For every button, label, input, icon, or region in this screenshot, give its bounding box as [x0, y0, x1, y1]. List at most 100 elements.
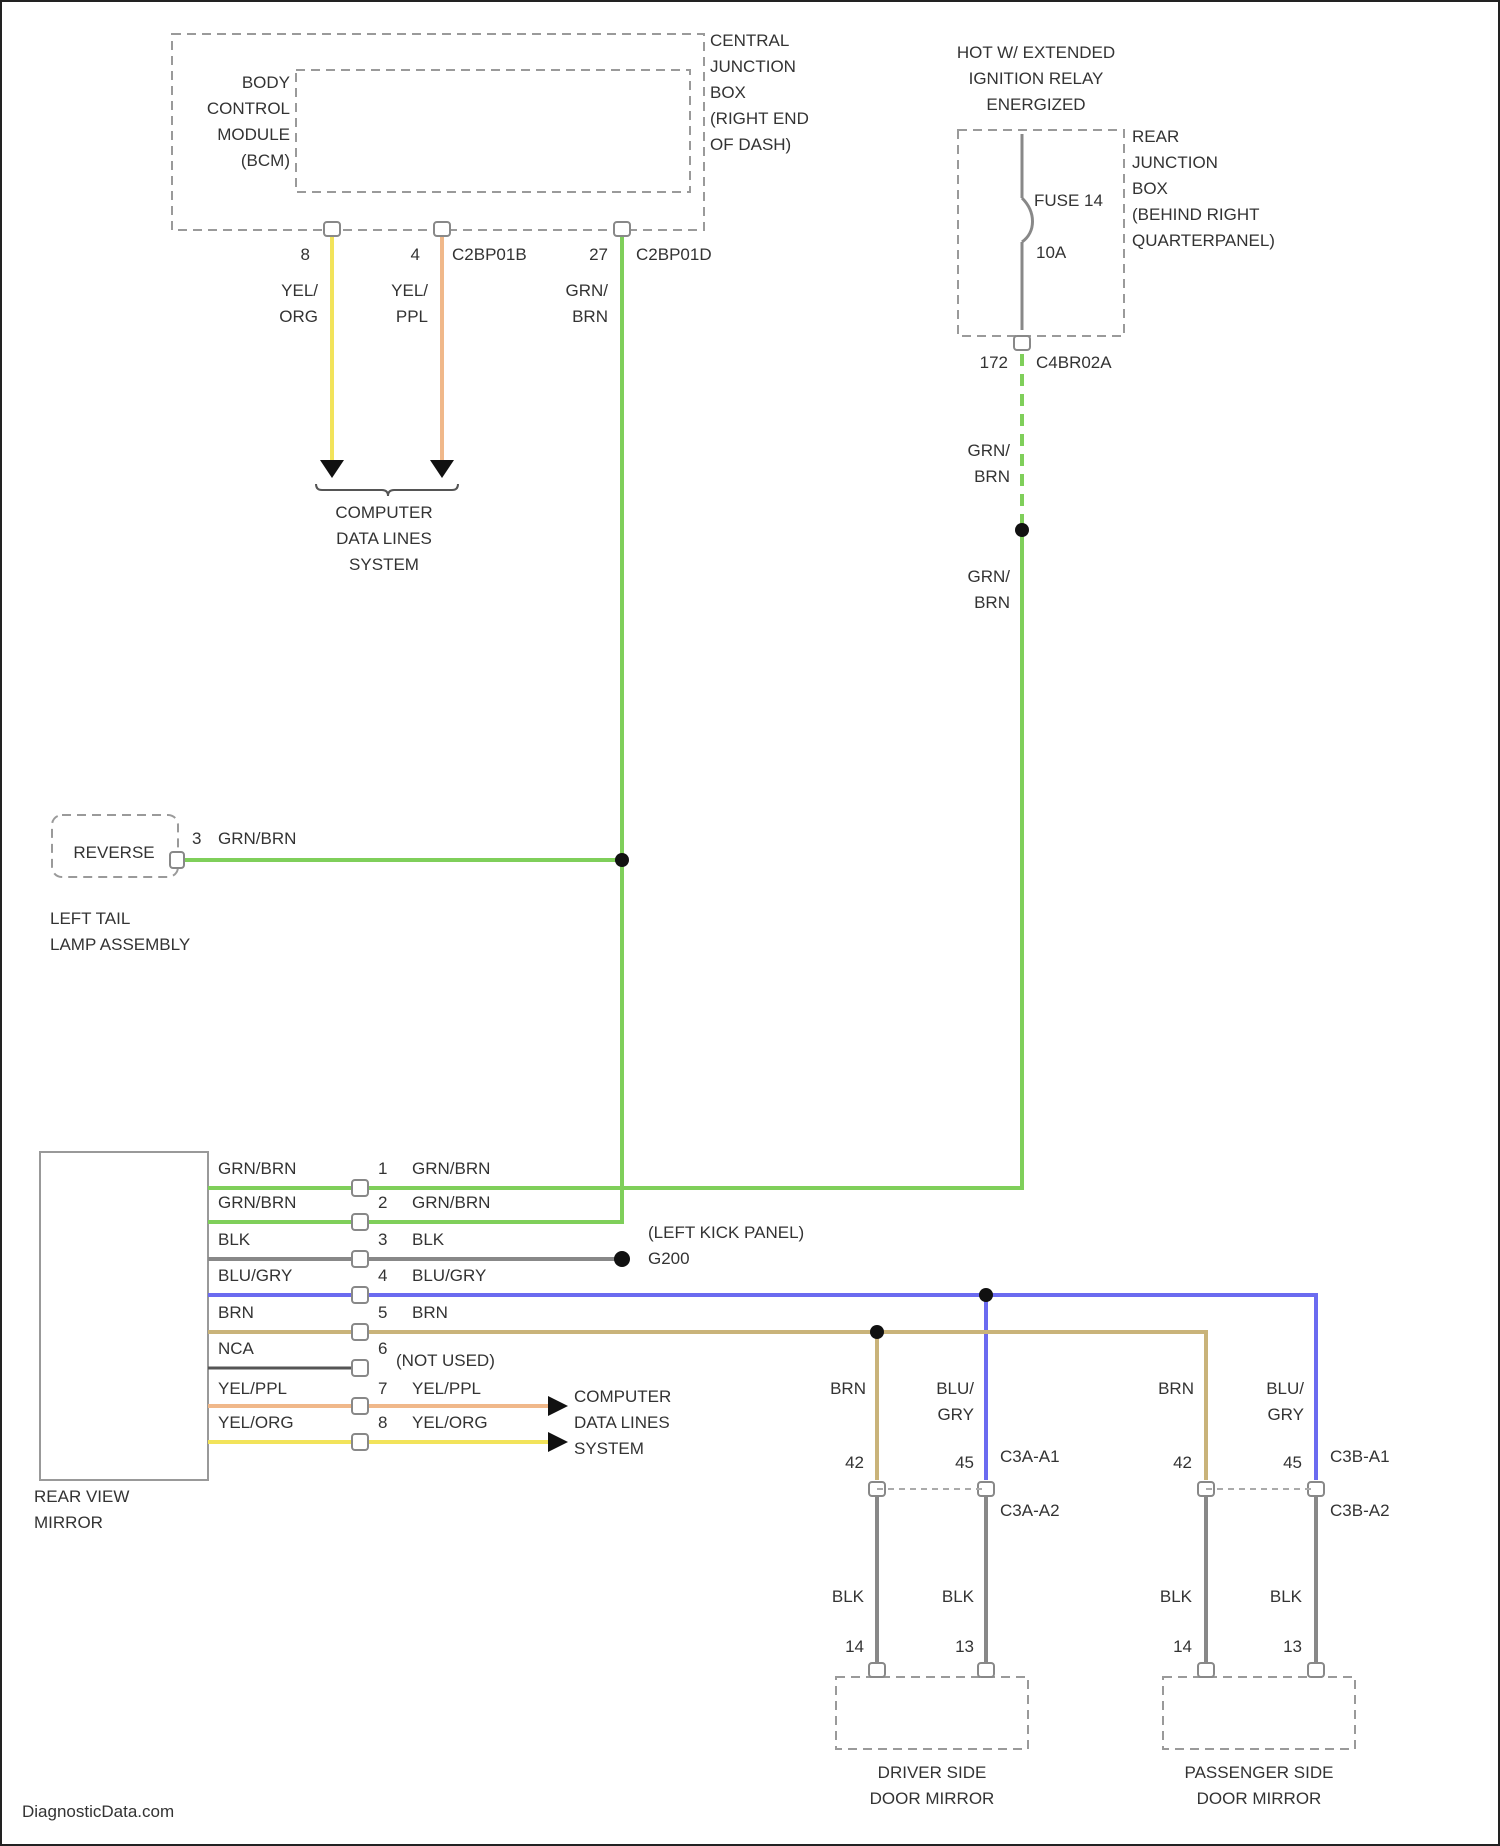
mirror-row-1-right: GRN/BRN — [412, 1159, 490, 1178]
mirror-row-8-left: YEL/ORG — [218, 1413, 294, 1432]
wire-label-reverse: GRN/BRN — [218, 829, 296, 848]
kick-panel-label: (LEFT KICK PANEL) — [648, 1223, 804, 1242]
pin-mark-m5 — [352, 1324, 368, 1340]
wire-label-yel-ppl-1: YEL/ — [391, 281, 428, 300]
computer-data-top-1: COMPUTER — [335, 503, 432, 522]
connector-c3b-a1: C3B-A1 — [1330, 1447, 1390, 1466]
rjb-label-5: QUARTERPANEL) — [1132, 231, 1275, 250]
bcm-label-2: CONTROL — [207, 99, 290, 118]
arrow-down-icon-yel-ppl — [430, 460, 454, 478]
rear-mirror-label-1: REAR VIEW — [34, 1487, 129, 1506]
mirror-row-6-left: NCA — [218, 1339, 255, 1358]
passenger-mirror-box — [1163, 1677, 1355, 1749]
pin-mark-m3 — [352, 1251, 368, 1267]
rear-mirror-label-2: MIRROR — [34, 1513, 103, 1532]
wire-label-passenger-blu-2: GRY — [1267, 1405, 1304, 1424]
wire-label-fuse-2b: BRN — [974, 593, 1010, 612]
ground-icon — [614, 1251, 630, 1267]
mirror-row-3-left: BLK — [218, 1230, 251, 1249]
pin-mark-dr13 — [978, 1663, 994, 1677]
mirror-row-1-left: GRN/BRN — [218, 1159, 296, 1178]
pin-4: 4 — [411, 245, 420, 264]
relay-label-1: HOT W/ EXTENDED — [957, 43, 1115, 62]
computer-data-bottom-3: SYSTEM — [574, 1439, 644, 1458]
connector-c4br02a: C4BR02A — [1036, 353, 1112, 372]
rjb-label-4: (BEHIND RIGHT — [1132, 205, 1260, 224]
cjb-label-2: JUNCTION — [710, 57, 796, 76]
pin-mark-4 — [434, 222, 450, 236]
pin-mark-dr14 — [869, 1663, 885, 1677]
wire-label-driver-blu-2: GRY — [937, 1405, 974, 1424]
mirror-row-5-right: BRN — [412, 1303, 448, 1322]
pin-dr42: 42 — [845, 1453, 864, 1472]
wire-label-passenger-brn: BRN — [1158, 1379, 1194, 1398]
pin-ps42: 42 — [1173, 1453, 1192, 1472]
mirror-row-4-pin: 4 — [378, 1266, 387, 1285]
cjb-label-4: (RIGHT END — [710, 109, 809, 128]
wire-label-passenger-blu-1: BLU/ — [1266, 1379, 1304, 1398]
pin-dr14: 14 — [845, 1637, 864, 1656]
splice-reverse — [615, 853, 629, 867]
brace-icon — [316, 484, 458, 496]
bcm-label-3: MODULE — [217, 125, 290, 144]
mirror-row-2-left: GRN/BRN — [218, 1193, 296, 1212]
driver-mirror-label-2: DOOR MIRROR — [870, 1789, 995, 1808]
wire-label-fuse-2a: GRN/ — [968, 567, 1011, 586]
mirror-row-8-right: YEL/ORG — [412, 1413, 488, 1432]
wire-label-yel-org-2: ORG — [279, 307, 318, 326]
pin-mark-m4 — [352, 1287, 368, 1303]
pin-dr45: 45 — [955, 1453, 974, 1472]
wire-label-passenger-blk-1: BLK — [1160, 1587, 1193, 1606]
wire-label-passenger-blk-2: BLK — [1270, 1587, 1303, 1606]
wire-label-driver-blu-1: BLU/ — [936, 1379, 974, 1398]
connector-c3a-a2: C3A-A2 — [1000, 1501, 1060, 1520]
connector-c3b-a2: C3B-A2 — [1330, 1501, 1390, 1520]
pin-dr13: 13 — [955, 1637, 974, 1656]
not-used-label: (NOT USED) — [396, 1351, 495, 1370]
mirror-row-4-left: BLU/GRY — [218, 1266, 292, 1285]
mirror-row-7-right: YEL/PPL — [412, 1379, 481, 1398]
fuse-rating: 10A — [1036, 243, 1067, 262]
bcm-label-1: BODY — [242, 73, 290, 92]
rjb-label-3: BOX — [1132, 179, 1168, 198]
pin-mark-8 — [324, 222, 340, 236]
arrow-right-icon-yel-org — [548, 1432, 568, 1452]
pin-ps45: 45 — [1283, 1453, 1302, 1472]
mirror-row-1-pin: 1 — [378, 1159, 387, 1178]
pin-mark-m8 — [352, 1434, 368, 1450]
driver-mirror-label-1: DRIVER SIDE — [878, 1763, 987, 1782]
rjb-box — [958, 130, 1124, 336]
pin-mark-m7 — [352, 1398, 368, 1414]
mirror-row-2-right: GRN/BRN — [412, 1193, 490, 1212]
mirror-row-2-pin: 2 — [378, 1193, 387, 1212]
splice-blu-gry — [979, 1288, 993, 1302]
mirror-row-3-right: BLK — [412, 1230, 445, 1249]
splice-fuse-feed — [1015, 523, 1029, 537]
ground-label: G200 — [648, 1249, 690, 1268]
pin-ps14: 14 — [1173, 1637, 1192, 1656]
pin-mark-m2 — [352, 1214, 368, 1230]
mirror-row-5-left: BRN — [218, 1303, 254, 1322]
wire-label-yel-ppl-2: PPL — [396, 307, 428, 326]
mirror-row-3-pin: 3 — [378, 1230, 387, 1249]
computer-data-top-3: SYSTEM — [349, 555, 419, 574]
fuse-symbol — [1022, 198, 1033, 242]
cjb-label-5: OF DASH) — [710, 135, 791, 154]
wire-label-yel-org-1: YEL/ — [281, 281, 318, 300]
relay-label-3: ENERGIZED — [986, 95, 1085, 114]
left-tail-label-1: LEFT TAIL — [50, 909, 130, 928]
cjb-label-3: BOX — [710, 83, 746, 102]
wire-label-driver-blk-1: BLK — [832, 1587, 865, 1606]
passenger-mirror-label-1: PASSENGER SIDE — [1185, 1763, 1334, 1782]
connector-c3a-a1: C3A-A1 — [1000, 1447, 1060, 1466]
computer-data-bottom-2: DATA LINES — [574, 1413, 670, 1432]
computer-data-bottom-1: COMPUTER — [574, 1387, 671, 1406]
connector-c2bp01b: C2BP01B — [452, 245, 527, 264]
cjb-label-1: CENTRAL — [710, 31, 789, 50]
arrow-down-icon-yel-org — [320, 460, 344, 478]
rear-view-mirror-box — [40, 1152, 208, 1480]
mirror-row-8-pin: 8 — [378, 1413, 387, 1432]
watermark: DiagnosticData.com — [22, 1802, 174, 1822]
bcm-box — [296, 70, 690, 192]
